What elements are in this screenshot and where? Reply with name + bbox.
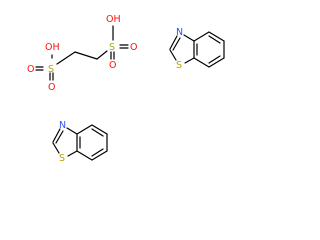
bond xyxy=(76,124,93,135)
bond xyxy=(208,35,221,44)
bond xyxy=(193,57,210,68)
atom-o-left-bottom: O xyxy=(48,82,55,93)
benzothiazole-top: N S xyxy=(169,27,225,71)
atom-s-left: S xyxy=(48,64,54,75)
atom-oh-left: OH xyxy=(45,42,60,53)
atom-o-right-bottom: O xyxy=(109,60,116,71)
bond xyxy=(208,55,221,64)
bond xyxy=(183,34,195,42)
bond-sl-ch2 xyxy=(56,51,76,65)
bond xyxy=(52,128,61,143)
atom-s-right: S xyxy=(109,42,115,53)
bond xyxy=(91,128,104,137)
bond xyxy=(52,142,60,154)
bond xyxy=(91,148,104,157)
atom-oh-right: OH xyxy=(106,14,121,25)
atom-o-right-top: O xyxy=(130,42,137,53)
atom-n: N xyxy=(176,27,183,38)
bond xyxy=(55,130,64,144)
atom-n: N xyxy=(59,120,66,131)
atom-s: S xyxy=(176,60,182,71)
bond-ch2-sr xyxy=(96,50,108,60)
bond xyxy=(193,31,210,42)
bond xyxy=(172,37,181,51)
bond-ch2-ch2 xyxy=(74,51,98,60)
bond xyxy=(67,150,78,157)
bond xyxy=(184,57,195,64)
ethanedisulfonic-acid: OH S O O OH S O O xyxy=(27,14,137,93)
bond xyxy=(208,31,225,42)
benzothiazole-bottom: N S xyxy=(52,120,108,164)
atom-s: S xyxy=(59,153,65,164)
bond xyxy=(169,49,177,61)
structure-canvas: OH S O O OH S O O N S xyxy=(27,14,225,164)
bond xyxy=(76,150,93,161)
bond xyxy=(208,57,225,68)
bond xyxy=(66,127,78,135)
bond xyxy=(91,124,108,135)
bond xyxy=(169,35,178,50)
bond xyxy=(91,150,108,161)
atom-o-left-top: O xyxy=(27,64,34,75)
